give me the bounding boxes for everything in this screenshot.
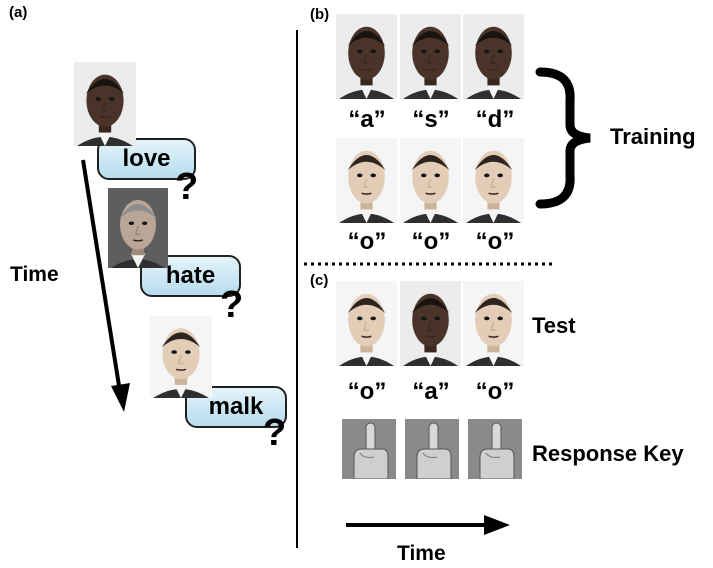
face-photo-b-row1-1 — [336, 14, 397, 99]
training-label: Training — [610, 124, 696, 149]
question-mark-3: ? — [263, 412, 287, 454]
panel-b-label: (b) — [310, 6, 330, 23]
face-photo-b-row1-2 — [400, 14, 461, 99]
word-hate: hate — [165, 262, 216, 289]
caption-b2: “s” — [412, 106, 450, 133]
pointing-finger-icon — [468, 419, 522, 479]
caption-b1: “a” — [348, 106, 386, 133]
face-photo-a1 — [74, 62, 136, 146]
face-photo-c-3 — [463, 281, 524, 366]
face-photo-c-1 — [336, 281, 397, 366]
word-love: love — [122, 145, 171, 172]
response-key-label: Response Key — [532, 441, 684, 466]
word-malk: malk — [208, 393, 264, 420]
face-photo-c-2 — [400, 281, 461, 366]
test-label: Test — [532, 313, 576, 338]
caption-b6: “o” — [475, 228, 515, 255]
caption-b5: “o” — [411, 228, 451, 255]
pointing-finger-icon — [342, 419, 396, 479]
panel-a-label: (a) — [9, 4, 28, 21]
word-bubble-hate: hate — [140, 255, 241, 297]
time-arrow-c — [346, 515, 510, 535]
face-photo-b-row2-2 — [400, 138, 461, 223]
time-label-a: Time — [10, 263, 59, 286]
time-arrow-a — [81, 159, 130, 412]
caption-b4: “o” — [347, 228, 387, 255]
face-photo-a3 — [150, 316, 212, 398]
question-mark-1: ? — [175, 166, 199, 208]
question-mark-2: ? — [220, 284, 244, 326]
face-photo-a2 — [108, 188, 168, 268]
time-label-c: Time — [397, 542, 446, 565]
panel-c-label: (c) — [310, 272, 329, 289]
face-photo-b-row2-3 — [463, 138, 524, 223]
pointing-finger-icon — [405, 419, 459, 479]
training-brace — [535, 67, 591, 209]
caption-c3: “o” — [475, 378, 515, 405]
face-photo-b-row2-1 — [336, 138, 397, 223]
face-photo-b-row1-3 — [463, 14, 524, 99]
caption-c2: “a” — [412, 378, 450, 405]
caption-c1: “o” — [347, 378, 387, 405]
caption-b3: “d” — [475, 106, 515, 133]
